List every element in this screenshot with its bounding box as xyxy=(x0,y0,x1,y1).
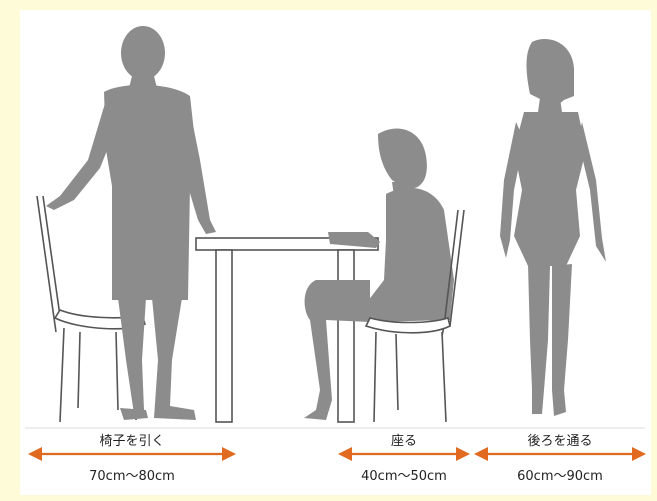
right-chair xyxy=(364,209,465,423)
standing-man-silhouette xyxy=(46,26,216,420)
label-pull-chair: 椅子を引く xyxy=(96,430,168,449)
measure-arrow-pass-behind xyxy=(474,447,646,461)
range-pull-chair: 70cm〜80cm xyxy=(86,465,178,484)
furniture-spacing-illustration xyxy=(25,26,646,461)
measure-arrow-pull-chair xyxy=(28,447,236,461)
label-sit: 座る xyxy=(387,430,421,449)
seated-woman-silhouette xyxy=(304,128,454,420)
diagram-canvas: 椅子を引く 70cm〜80cm 座る 40cm〜50cm 後ろを通る 60cm〜… xyxy=(20,10,651,495)
table xyxy=(195,237,379,423)
label-pass-behind: 後ろを通る xyxy=(524,430,596,449)
range-pass-behind: 60cm〜90cm xyxy=(514,465,606,484)
measure-arrow-sit xyxy=(338,447,470,461)
walking-woman-silhouette xyxy=(500,39,606,416)
range-sit: 40cm〜50cm xyxy=(358,465,450,484)
